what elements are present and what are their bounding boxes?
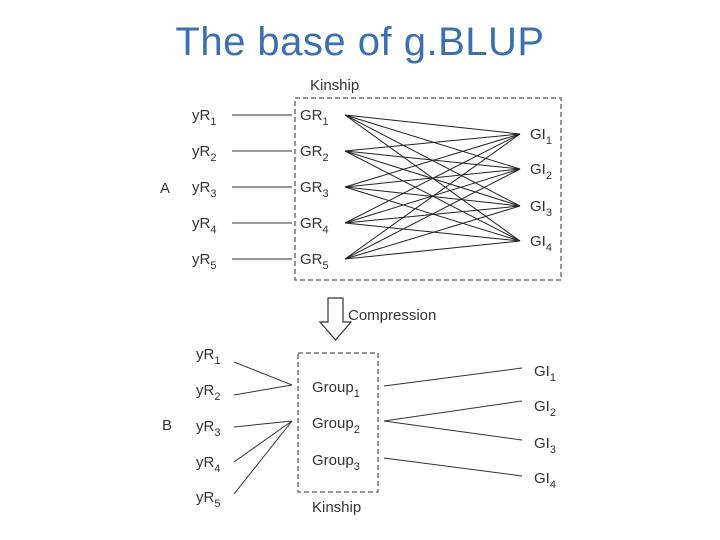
compression-arrow-icon <box>318 297 353 341</box>
phenotype-line <box>233 384 293 396</box>
panel-b-group-lines <box>383 367 523 477</box>
phenotype-label: yR1 <box>192 107 216 128</box>
phenotype-line <box>233 420 293 463</box>
gr-label: GR1 <box>300 107 329 128</box>
phenotype-label: yR5 <box>196 489 220 510</box>
kinship-link <box>344 133 521 152</box>
group-label: Group2 <box>312 415 360 436</box>
kinship-link <box>344 133 521 260</box>
compression-label: Compression <box>348 307 436 324</box>
group-link <box>383 400 523 422</box>
kinship-link <box>344 114 521 135</box>
panel-a-label: A <box>160 180 170 197</box>
kinship-link <box>344 240 521 260</box>
gi-label: GI1 <box>534 363 556 384</box>
group-label: Group1 <box>312 379 360 400</box>
phenotype-label: yR1 <box>196 346 220 367</box>
group-label: Group3 <box>312 452 360 473</box>
gr-label: GR4 <box>300 215 329 236</box>
panel-a-kinship-label: Kinship <box>310 77 359 94</box>
kinship-link <box>344 205 521 260</box>
gi-label: GI4 <box>534 470 556 491</box>
panel-b-phenotype-lines <box>233 361 293 495</box>
slide-title: The base of g.BLUP <box>175 20 545 64</box>
phenotype-line <box>233 420 293 428</box>
phenotype-label: yR3 <box>192 179 216 200</box>
gi-label: GI3 <box>534 435 556 456</box>
gr-label: GR2 <box>300 143 329 164</box>
panel-a-kinship-mesh <box>344 114 521 260</box>
gi-label: GI1 <box>530 126 552 147</box>
gi-label: GI4 <box>530 233 552 254</box>
phenotype-label: yR4 <box>192 215 216 236</box>
phenotype-label: yR3 <box>196 418 220 439</box>
panel-a-phenotype-lines <box>232 114 292 260</box>
kinship-link <box>344 168 521 260</box>
kinship-link <box>344 133 521 188</box>
group-link <box>383 367 523 387</box>
group-link <box>383 420 523 441</box>
panel-b-kinship-box <box>297 352 379 493</box>
phenotype-line <box>233 420 293 495</box>
gr-label: GR3 <box>300 179 329 200</box>
gi-label: GI2 <box>534 398 556 419</box>
phenotype-label: yR4 <box>196 454 220 475</box>
gr-label: GR5 <box>300 251 329 272</box>
gi-label: GI3 <box>530 198 552 219</box>
panel-b-label: B <box>162 417 172 434</box>
panel-b-kinship-label: Kinship <box>312 499 361 516</box>
phenotype-label: yR2 <box>196 382 220 403</box>
gi-label: GI2 <box>530 161 552 182</box>
phenotype-line <box>233 361 293 386</box>
panel-a-phenotype-labels: yR1 yR2 yR3 yR4 yR5 <box>192 107 216 272</box>
kinship-link <box>344 133 521 224</box>
panel-b-phenotype-labels: yR1 yR2 yR3 yR4 yR5 <box>196 346 220 510</box>
phenotype-label: yR2 <box>192 143 216 164</box>
group-link <box>383 457 523 477</box>
panel-a-kinship-box <box>294 97 562 281</box>
phenotype-label: yR5 <box>192 251 216 272</box>
